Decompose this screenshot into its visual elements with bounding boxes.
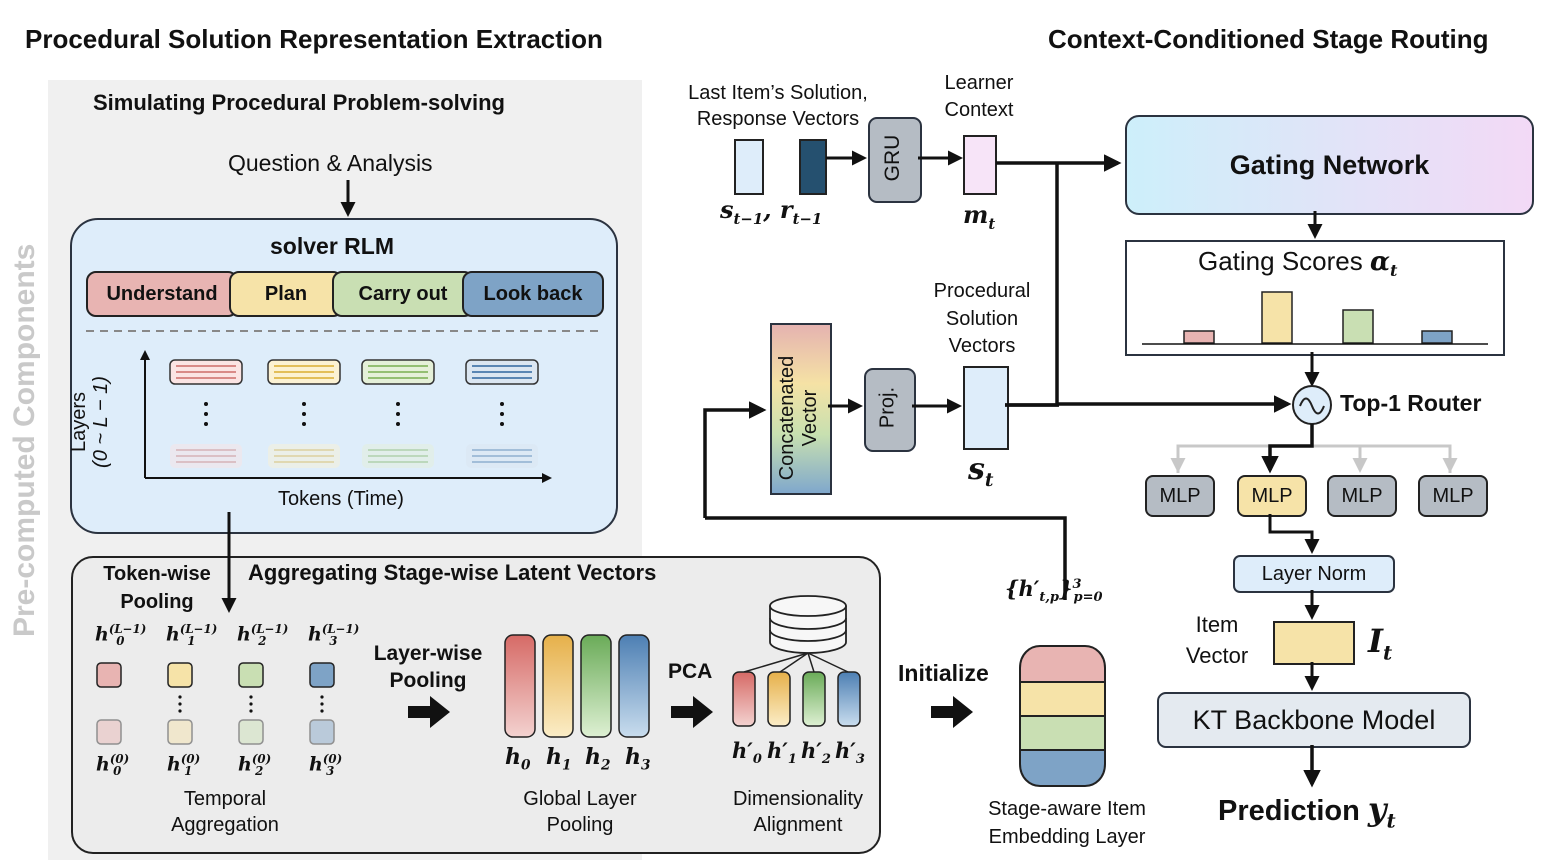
aligned-h1: h′1 [767,738,797,768]
h2-top-symbol: h(L−1)2 [237,622,289,649]
score-bar-3 [1421,330,1453,344]
stage-plan: Plan [229,271,343,317]
initialize-arrow [931,696,973,728]
temporal-label: Temporal Aggregation [171,788,279,836]
database-icon [769,595,847,654]
prediction-output: Prediction yt [1218,790,1396,833]
item-vector-box [1273,621,1355,665]
proj-box [864,368,916,452]
h2-bottom-symbol: h(0)2 [238,752,272,779]
dim-label: Dimensionality Alignment [732,788,864,836]
global-h3: h3 [625,744,651,774]
aligned-vectors [732,671,861,727]
h1-bottom-symbol: h(0)1 [167,752,201,779]
score-bar-1 [1261,291,1293,344]
h3-top-symbol: h(L−1)3 [308,622,360,649]
layer-norm: Layer Norm [1233,555,1395,593]
score-bar-0 [1183,330,1215,344]
learner-context-label: Learner Context [944,72,1014,121]
global-label: Global Layer Pooling [523,788,637,836]
global-h1: h1 [546,744,572,774]
token-pooling-label: Token-wise Pooling [103,563,211,613]
item-vector-symbol: It [1368,622,1393,665]
hs-plan-bottom [268,444,340,468]
aligned-h0: h′0 [732,738,762,768]
sr-prev-label: st−1, rt−1 [720,195,823,228]
simulate-header: Simulating Procedural Problem-solving [93,90,505,115]
m-t-vector [963,135,997,195]
hs-plan-top [267,359,341,385]
token-pooled-vectors [96,662,335,745]
stage-look-back: Look back [462,271,604,317]
embedding-feedback-line [705,516,1067,600]
stage-understand: Understand [86,271,238,317]
r-prev-vector [799,139,827,195]
kt-backbone: KT Backbone Model [1157,692,1471,748]
left-title: Procedural Solution Representation Extra… [25,24,603,54]
router-selected-branch [1261,424,1314,474]
last-item-label: Last Item’s Solution, Response Vectors [688,82,868,131]
mlp-expert-3: MLP [1327,475,1397,517]
global-h0: h0 [505,744,531,774]
h1-top-symbol: h(L−1)1 [166,622,218,649]
hidden-state-grid [169,359,539,468]
tokens-axis-label: Tokens (Time) [278,488,404,510]
aligned-h3: h′3 [835,738,865,768]
router-branches-grey [1176,444,1452,473]
score-bar-2 [1342,309,1374,344]
h-set-symbol: {h′t,p}3p=0 [1005,576,1103,606]
h3-bottom-symbol: h(0)3 [309,752,343,779]
question-input: Question & Analysis [228,150,433,176]
mlp-expert-4: MLP [1418,475,1488,517]
hs-understand-top [169,359,243,385]
score-bars [1183,291,1453,344]
mlp-to-layernorm [1268,514,1320,554]
solver-title: solver RLM [270,233,394,259]
concatenated-vector [770,323,832,495]
router-label: Top-1 Router [1340,390,1482,416]
feedback-to-concat [703,401,767,518]
s-prev-vector [734,139,764,195]
right-title: Context-Conditioned Stage Routing [1048,24,1489,54]
h0-bottom-symbol: h(0)0 [96,752,130,779]
m-t-label: mt [963,200,996,233]
mlp-expert-1: MLP [1145,475,1215,517]
vertical-dots [204,402,504,426]
pca-arrow [671,696,713,728]
database-links [743,652,849,673]
hs-understand-bottom [170,444,242,468]
initialize-label: Initialize [898,660,989,686]
st-to-gating-line [1005,163,1059,407]
hs-carry-top [361,359,435,385]
hs-carry-bottom [362,444,434,468]
mlp-expert-2: MLP [1237,475,1307,517]
gru-box [868,117,922,203]
gating-scores-title: Gating Scores αt [1198,246,1398,281]
layer-pooling-label: Layer-wise Pooling [373,642,483,693]
hs-look-top [465,359,539,385]
embedding-layer-label: Stage-aware Item Embedding Layer [988,798,1146,848]
embedding-layer [1019,645,1106,787]
item-vector-label: Item Vector [1185,612,1249,668]
aggregate-header: Aggregating Stage-wise Latent Vectors [248,560,657,585]
h0-top-symbol: h(L−1)0 [95,622,147,649]
pca-label: PCA [668,660,713,683]
proc-vectors-label: Procedural Solution Vectors [933,280,1031,358]
hs-look-bottom [466,444,538,468]
st-symbol: st [968,452,994,491]
st-vector-box [963,366,1009,450]
global-pooled-vectors [504,634,650,738]
gating-network: Gating Network [1125,115,1534,215]
st-to-router [1057,395,1292,413]
aligned-h2: h′2 [801,738,831,768]
global-h2: h2 [585,744,611,774]
layer-pooling-arrow [408,696,450,728]
